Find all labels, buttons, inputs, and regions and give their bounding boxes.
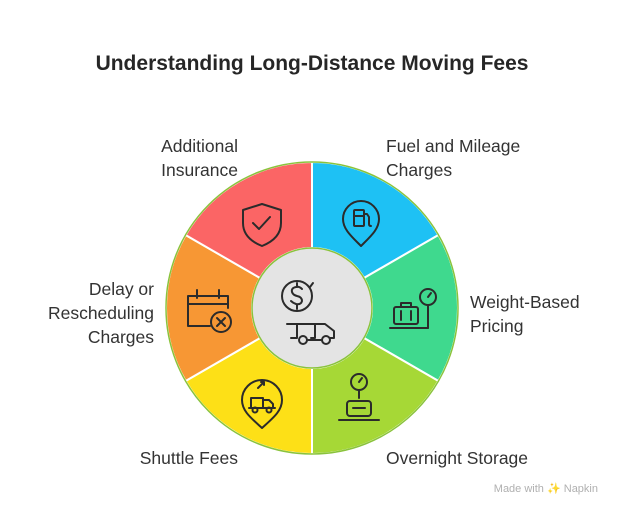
watermark: Made with ✨ Napkin: [494, 482, 598, 495]
calendar-cancel-icon: [187, 289, 232, 333]
dollar-truck-icon: [281, 280, 335, 345]
center-circle: [251, 247, 373, 369]
fuel-pump-icon: [342, 200, 380, 247]
label-delay-rescheduling: Delay or Rescheduling Charges: [47, 279, 154, 347]
label-shuttle-fees: Shuttle Fees: [139, 448, 238, 468]
watermark-brand: Napkin: [563, 483, 598, 495]
napkin-logo-icon: ✨: [546, 483, 561, 495]
weighing-scale-icon: [389, 288, 437, 329]
outer-ring: [165, 161, 459, 455]
watermark-text: Made with: [493, 483, 544, 495]
shuttle-truck-icon: [241, 379, 283, 429]
label-weight-based: Weight-Based Pricing: [470, 292, 580, 336]
diagram-title: Understanding Long-Distance Moving Fees: [95, 52, 529, 75]
label-additional-insurance: Additional Insurance: [161, 136, 238, 180]
label-fuel-mileage: Fuel and Mileage Charges: [386, 136, 521, 180]
shield-check-icon: [242, 203, 282, 247]
storage-box-icon: [338, 373, 380, 421]
label-overnight-storage: Overnight Storage: [386, 448, 529, 468]
